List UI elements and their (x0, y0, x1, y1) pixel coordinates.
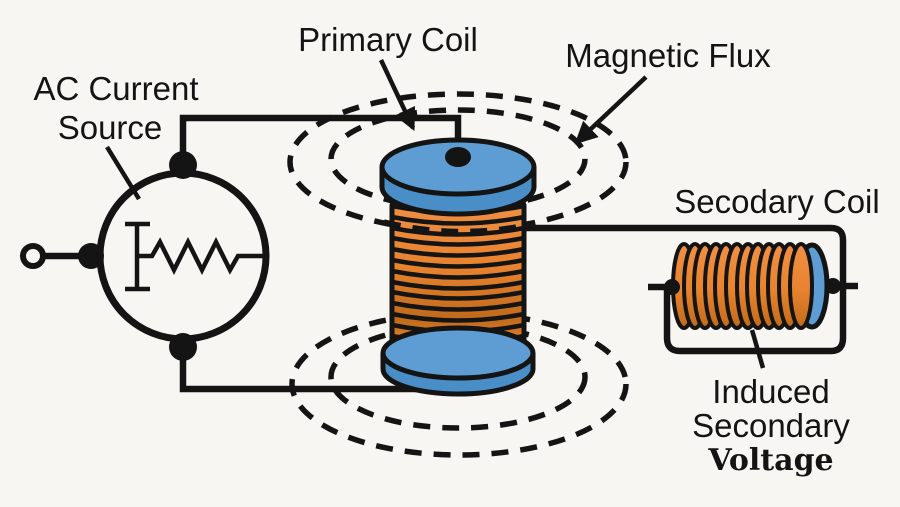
ac-source-label-line1: AC Current (33, 70, 198, 107)
open-terminal (20, 243, 46, 269)
label-pointers (105, 59, 766, 369)
primary-bottom-cap-top (380, 325, 536, 381)
secondary-right-terminal-dot (825, 278, 841, 294)
induced-voltage-label-line2: Secondary (692, 407, 850, 444)
primary-coil-arrow (378, 59, 416, 132)
induced-voltage-leader-line (749, 329, 766, 369)
magnetic-flux-label: Magnetic Flux (565, 37, 771, 74)
flux-front-crossing (383, 219, 533, 235)
ac-source-leader-line (105, 145, 141, 201)
ac-source-label-line2: Source (58, 109, 163, 146)
resistor-symbol (137, 236, 266, 276)
terminal-dot-left (78, 243, 104, 269)
induced-voltage-label-line3: Voltage (707, 443, 833, 478)
magnetic-flux-arrow (574, 75, 648, 145)
primary-coil-label: Primary Coil (298, 21, 478, 58)
text-labels: AC Current Source Primary Coil Magnetic … (33, 21, 879, 478)
terminal-dot-top (169, 151, 197, 179)
flux-ellipse-top-outer (287, 91, 629, 233)
primary-coil (379, 137, 537, 397)
secondary-coil-loops (671, 242, 814, 330)
primary-top-terminal-dot (445, 147, 471, 167)
terminal-dot-bottom (169, 333, 197, 361)
secondary-coil (648, 242, 858, 330)
secondary-coil-label: Secodary Coil (674, 183, 879, 220)
secondary-left-terminal-dot (664, 279, 680, 295)
ac-source (20, 151, 270, 361)
wire-primary-to-secondary (520, 224, 847, 355)
induced-voltage-label-line1: Induced (712, 373, 829, 410)
